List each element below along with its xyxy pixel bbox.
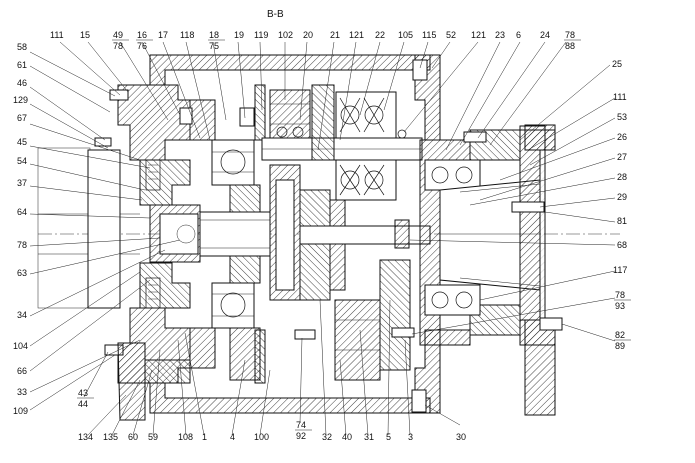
callout-t15: 15 (80, 30, 90, 40)
callout-l54: 54 (17, 156, 27, 166)
callout-b3: 3 (408, 432, 413, 442)
callout-r28: 28 (617, 172, 627, 182)
callout-r26: 26 (617, 132, 627, 142)
callout-t78: 78 (565, 30, 575, 40)
callout-l61: 61 (17, 60, 27, 70)
callout-t20: 20 (303, 30, 313, 40)
callout-t49: 49 (113, 30, 123, 40)
callout-l104: 104 (13, 341, 28, 351)
callout-b59: 59 (148, 432, 158, 442)
housing-bolts (179, 59, 428, 413)
section-title: В-В (267, 9, 284, 20)
callout-t18: 18 (209, 30, 219, 40)
callout-l46: 46 (17, 78, 27, 88)
input-bearings (199, 139, 271, 381)
callout-r111: 111 (613, 92, 627, 102)
callout-r53: 53 (617, 112, 627, 122)
callout-l66: 66 (17, 366, 27, 376)
callout-b30: 30 (456, 432, 466, 442)
callout-b31: 31 (364, 432, 374, 442)
callout-b1: 1 (202, 432, 207, 442)
callout-t118: 118 (180, 30, 194, 40)
callout-r82: 82 (615, 330, 625, 340)
callout-sub-r78: 93 (615, 301, 625, 311)
callout-l58: 58 (17, 42, 27, 52)
callout-l33: 33 (17, 387, 27, 397)
callout-t22: 22 (375, 30, 385, 40)
output-sleeve (424, 124, 563, 416)
callout-r27: 27 (617, 152, 627, 162)
leader-lines (29, 41, 616, 436)
callout-r81: 81 (617, 216, 627, 226)
callout-t24: 24 (540, 30, 550, 40)
callout-b60: 60 (128, 432, 138, 442)
callout-t21: 21 (330, 30, 340, 40)
callout-t6: 6 (516, 30, 521, 40)
callout-b5: 5 (386, 432, 391, 442)
callout-t23: 23 (495, 30, 505, 40)
callout-r117: 117 (613, 265, 627, 275)
input-flange-assembly (37, 84, 201, 421)
callout-r78: 78 (615, 290, 625, 300)
callout-t121a: 121 (349, 30, 364, 40)
callout-t19: 19 (234, 30, 244, 40)
callout-l45: 45 (17, 137, 27, 147)
callout-l37: 37 (17, 178, 27, 188)
callout-b100: 100 (254, 432, 269, 442)
callout-t111: 111 (50, 30, 64, 40)
callout-b135: 135 (103, 432, 118, 442)
callout-t119: 119 (254, 30, 268, 40)
callout-l63: 63 (17, 268, 27, 278)
callout-sub-t16: 76 (137, 41, 147, 51)
callout-b134: 134 (78, 432, 93, 442)
callout-l64: 64 (17, 207, 27, 217)
callout-sub-b43: 44 (78, 399, 88, 409)
callout-l34: 34 (17, 310, 27, 320)
callout-t17: 17 (158, 30, 168, 40)
callout-t102: 102 (278, 30, 293, 40)
callout-b32: 32 (322, 432, 332, 442)
callout-t16: 16 (137, 30, 147, 40)
callout-b108: 108 (178, 432, 193, 442)
callout-t121b: 121 (471, 30, 486, 40)
callout-l109: 109 (13, 406, 28, 416)
callout-l67: 67 (17, 113, 27, 123)
callout-sub-t18: 75 (209, 41, 219, 51)
callout-b43: 43 (78, 388, 88, 398)
callout-l78: 78 (17, 240, 27, 250)
callout-r68: 68 (617, 240, 627, 250)
callout-sub-r82: 89 (615, 341, 625, 351)
callout-b74: 74 (296, 420, 306, 430)
callout-sub-t78: 88 (565, 41, 575, 51)
callout-b40: 40 (342, 432, 352, 442)
callout-sub-b74: 92 (296, 431, 306, 441)
callout-r25: 25 (612, 59, 622, 69)
callout-t52: 52 (446, 30, 456, 40)
callout-r29: 29 (617, 192, 627, 202)
callout-t105: 105 (398, 30, 413, 40)
intermediate-gear-stage (261, 84, 423, 201)
callout-sub-t49: 78 (113, 41, 123, 51)
callout-b4: 4 (230, 432, 235, 442)
callout-l129: 129 (13, 95, 28, 105)
callout-t115: 115 (422, 30, 436, 40)
